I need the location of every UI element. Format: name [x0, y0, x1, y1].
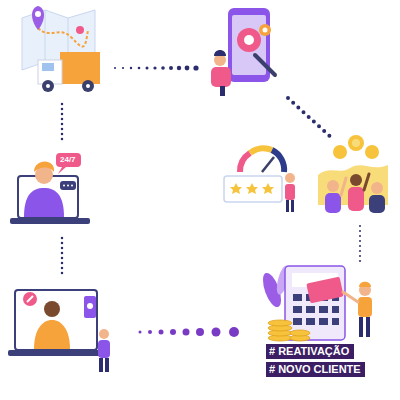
- speech-bubble: 24/7: [56, 153, 81, 167]
- tag-band: # NOVO CLIENTE: [266, 362, 365, 377]
- rating-illustration: [224, 148, 295, 212]
- tag-band: # REATIVAÇÃO: [266, 344, 354, 359]
- revenue-illustration: [318, 135, 388, 213]
- service-illustration: [8, 290, 110, 372]
- support-illustration: [10, 162, 90, 225]
- billing-illustration: [259, 264, 372, 341]
- dotted-path: [62, 98, 360, 278]
- delivery-illustration: [22, 6, 100, 92]
- dotted-path: [139, 327, 240, 337]
- tag-text: # NOVO CLIENTE: [269, 363, 362, 376]
- tag-text: 24/7: [60, 155, 77, 165]
- app-illustration: [211, 8, 275, 96]
- tag-text: # REATIVAÇÃO: [269, 345, 351, 358]
- dotted-path: [114, 65, 199, 70]
